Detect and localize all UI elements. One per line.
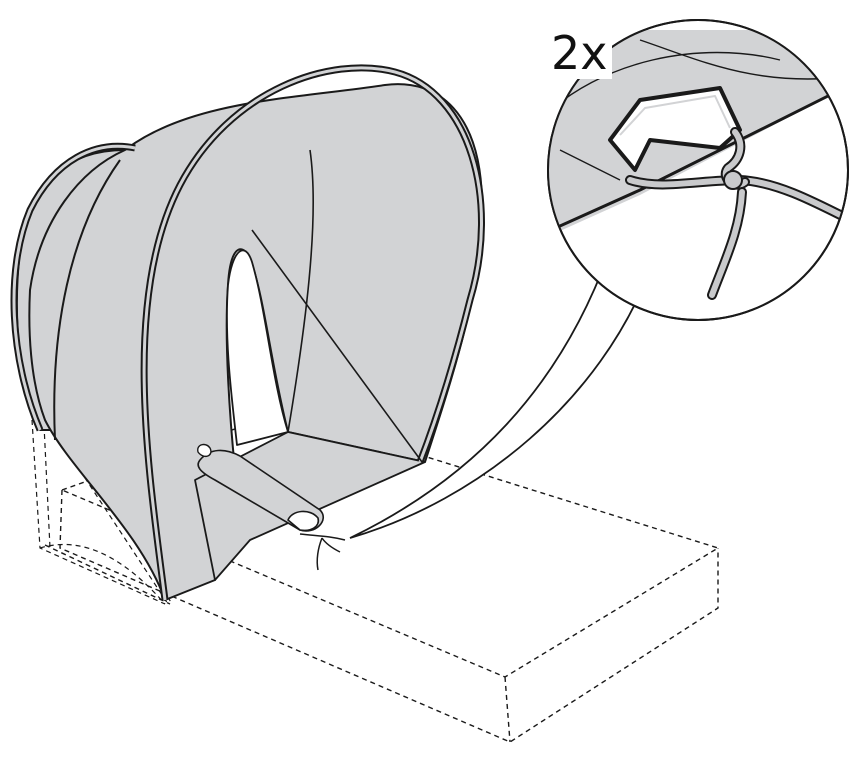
- pole-sleeve: [197, 449, 324, 532]
- door-opening: [226, 249, 289, 446]
- canopy: [10, 64, 485, 601]
- cord-tie-small: [299, 533, 346, 571]
- cord-knot: [625, 127, 848, 300]
- quantity-label: 2x: [547, 28, 612, 79]
- detail-zoom: [547, 19, 849, 321]
- sleeve-opening: [608, 86, 742, 172]
